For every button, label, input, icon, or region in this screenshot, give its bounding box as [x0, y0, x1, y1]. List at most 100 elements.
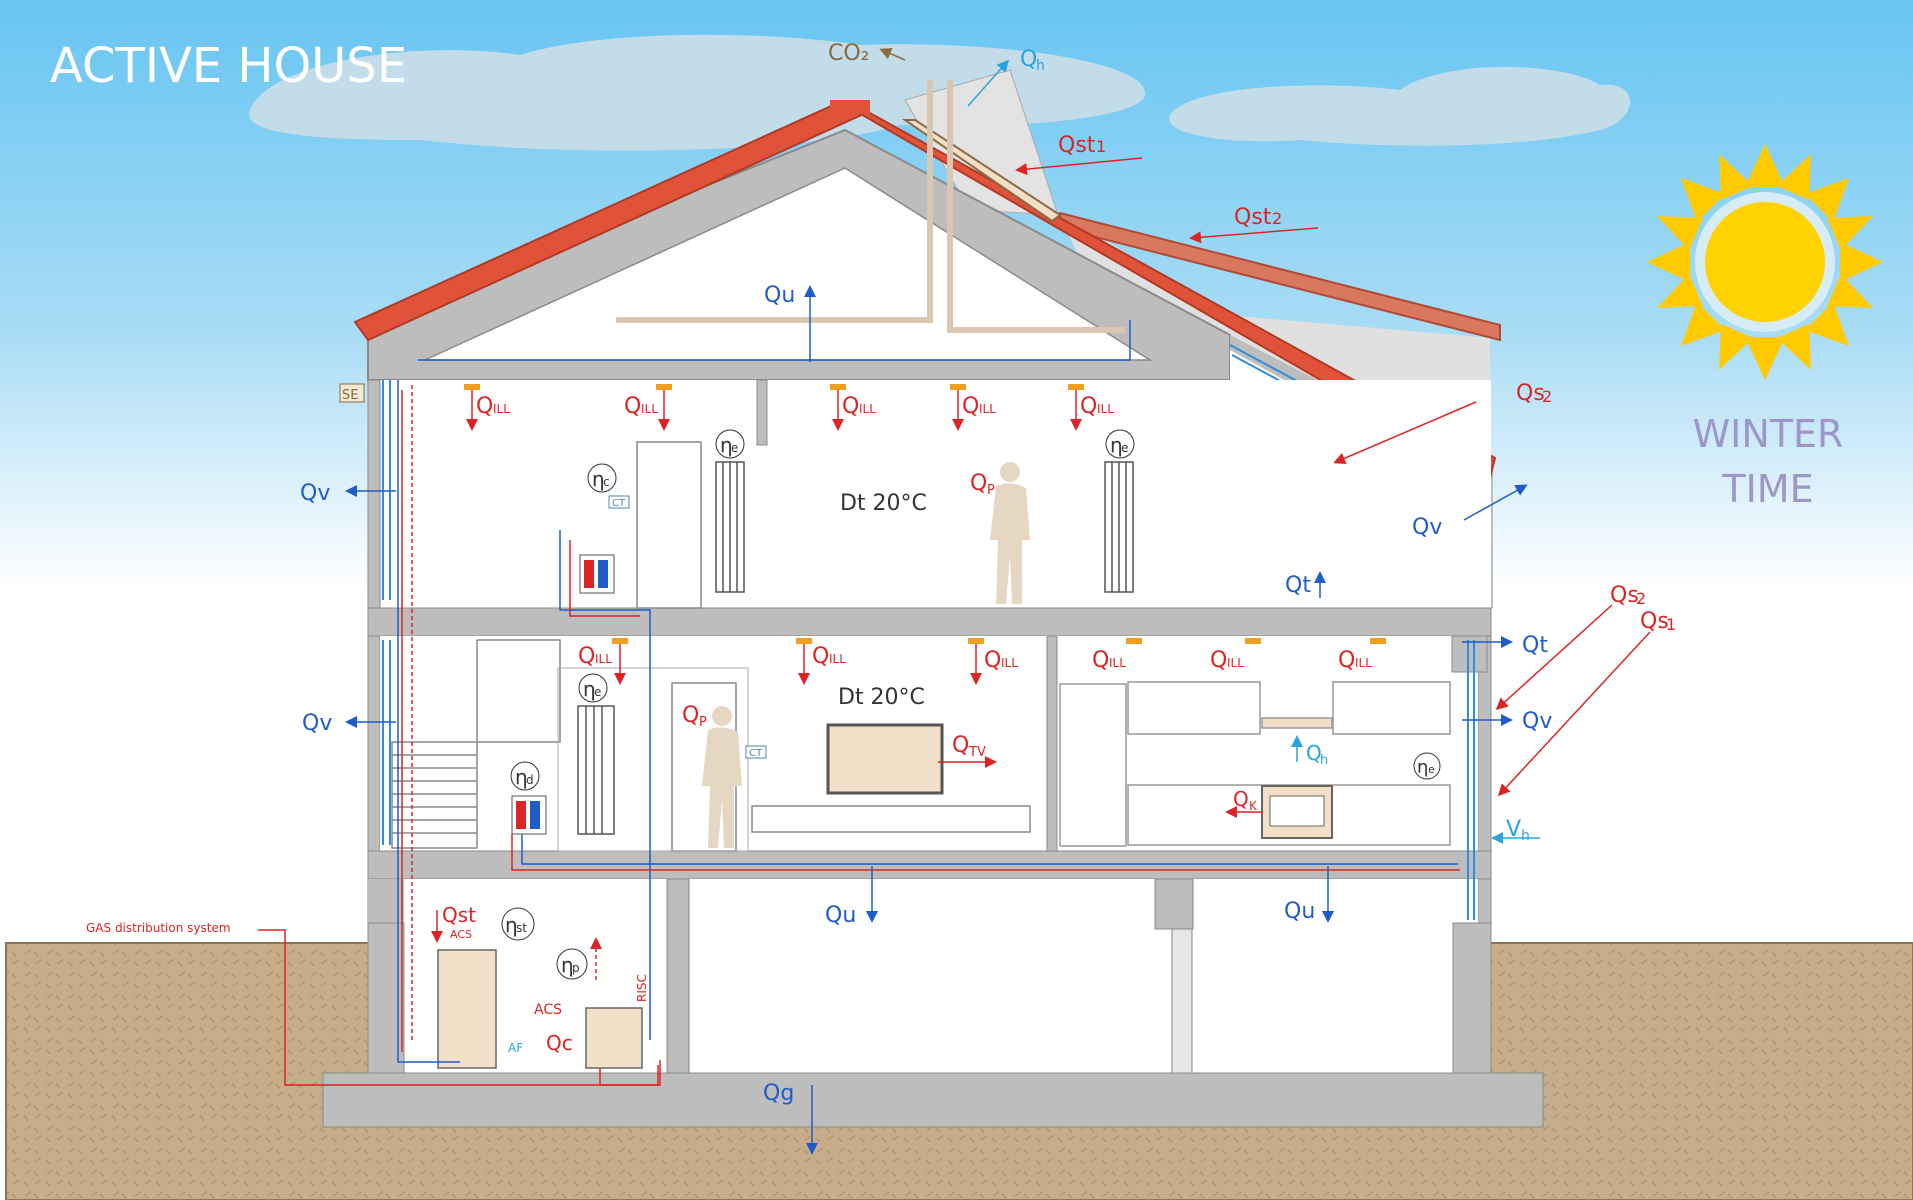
- stairs: [391, 639, 561, 849]
- svg-text:η: η: [592, 467, 605, 491]
- heating-pipes: [397, 320, 1460, 1086]
- flue-pipe: [616, 80, 1125, 333]
- svg-text:Q: Q: [842, 394, 859, 419]
- svg-text:st: st: [516, 921, 527, 935]
- risc-label: RISC: [635, 974, 649, 1002]
- qu-label-attic: Qu: [764, 283, 795, 308]
- svg-text:Qs: Qs: [1640, 609, 1669, 634]
- season-label-2: TIME: [1721, 467, 1813, 511]
- vh-label: V h: [1506, 817, 1530, 844]
- svg-text:ILL: ILL: [1097, 402, 1114, 416]
- svg-text:TV: TV: [968, 745, 986, 760]
- heat-exchanger-icon: [511, 554, 615, 835]
- tv-unit: [751, 805, 1031, 833]
- foundation: [322, 1072, 1544, 1128]
- basement-wall-right: [1452, 922, 1492, 1074]
- tv: [826, 723, 944, 795]
- qh-label-kitchen: Q h: [1306, 741, 1328, 768]
- svg-text:h: h: [1521, 828, 1530, 844]
- svg-text:Q: Q: [984, 648, 1001, 673]
- svg-text:2: 2: [1636, 589, 1646, 608]
- svg-text:Q: Q: [476, 394, 493, 419]
- svg-text:η: η: [720, 433, 733, 457]
- se-label: SE: [339, 383, 365, 403]
- season-label: WINTER: [1693, 412, 1844, 456]
- qv-label-left-ground: Qv: [302, 711, 332, 736]
- svg-text:K: K: [1249, 799, 1258, 813]
- radiator-icon: [577, 461, 1134, 835]
- qst2-label: Qst 2: [1234, 205, 1282, 230]
- svg-text:Qs: Qs: [1610, 583, 1639, 608]
- gas-system-label: GAS distribution system: [86, 921, 231, 935]
- efficiency-eta-e: ηe: [715, 429, 745, 459]
- qu-label-basement-1: Qu: [825, 903, 856, 928]
- svg-text:Q: Q: [962, 394, 979, 419]
- efficiency-eta-e: ηe: [578, 673, 608, 703]
- floor-slab-upper: [367, 607, 1492, 637]
- svg-text:Qst: Qst: [1234, 205, 1272, 230]
- svg-text:Q: Q: [1210, 648, 1227, 673]
- svg-text:e: e: [731, 441, 738, 455]
- svg-text:2: 2: [1542, 387, 1552, 406]
- co2-label: CO₂: [828, 41, 870, 66]
- upper-floor-room: [368, 380, 1491, 608]
- svg-text:2: 2: [1272, 209, 1282, 228]
- qv-label-right-ground: Qv: [1522, 709, 1552, 734]
- svg-text:η: η: [515, 765, 528, 789]
- svg-text:Q: Q: [1092, 648, 1109, 673]
- qs2-label-side: Qs 2: [1610, 583, 1646, 608]
- qt-label-side: Qt: [1522, 633, 1548, 658]
- qv-label-left-upper: Qv: [300, 481, 330, 506]
- svg-text:ILL: ILL: [1001, 656, 1018, 670]
- svg-text:ILL: ILL: [493, 402, 510, 416]
- svg-text:Q: Q: [624, 394, 641, 419]
- sun-icon: [1647, 144, 1883, 380]
- svg-text:η: η: [505, 913, 518, 937]
- svg-text:V: V: [1506, 817, 1521, 842]
- svg-text:CT: CT: [749, 748, 763, 759]
- svg-text:ILL: ILL: [1355, 656, 1372, 670]
- water-tank: [437, 949, 497, 1069]
- svg-text:ILL: ILL: [1227, 656, 1244, 670]
- svg-text:e: e: [1121, 441, 1128, 455]
- svg-text:Qst: Qst: [1058, 133, 1096, 158]
- person-icon: [702, 462, 1030, 848]
- svg-text:h: h: [1320, 753, 1328, 768]
- svg-text:p: p: [572, 961, 580, 975]
- svg-text:SE: SE: [342, 388, 358, 403]
- svg-text:η: η: [583, 677, 596, 701]
- svg-text:ILL: ILL: [829, 652, 846, 666]
- qc-label: Qc: [546, 1031, 573, 1055]
- svg-text:1: 1: [1666, 615, 1676, 634]
- temperature-label-upper: Dt 20°C: [840, 491, 927, 516]
- svg-text:η: η: [1110, 433, 1123, 457]
- efficiency-eta-d: ηd: [510, 761, 540, 791]
- svg-text:d: d: [526, 773, 534, 787]
- svg-text:e: e: [1428, 763, 1435, 776]
- af-label: AF: [508, 1041, 523, 1055]
- svg-text:Q: Q: [1233, 787, 1249, 811]
- temperature-label-ground: Dt 20°C: [838, 685, 925, 710]
- svg-text:e: e: [594, 685, 601, 699]
- svg-text:c: c: [603, 475, 610, 489]
- svg-text:η: η: [561, 953, 574, 977]
- svg-text:Q: Q: [812, 644, 829, 669]
- door-upper: [636, 441, 702, 609]
- ct-label: CT: [608, 495, 630, 509]
- svg-text:P: P: [987, 483, 995, 498]
- svg-text:h: h: [1036, 58, 1045, 74]
